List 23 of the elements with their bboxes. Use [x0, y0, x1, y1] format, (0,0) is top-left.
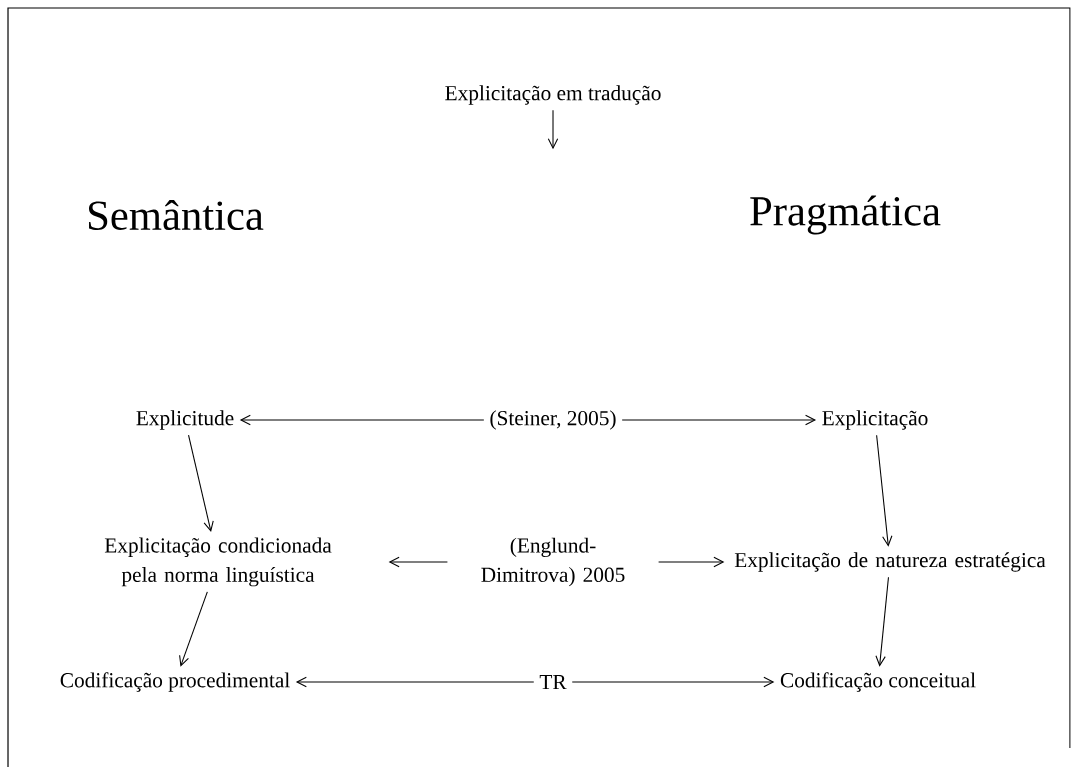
arrow	[875, 576, 889, 667]
arrow	[295, 676, 535, 688]
text-label: (Englund-Dimitrova) 2005	[481, 537, 625, 587]
text-label: Explicitação de natureza estratégica	[734, 552, 1046, 572]
text-label: Explicitação em tradução	[445, 85, 661, 105]
heading: Pragmática	[750, 195, 941, 235]
text-label: (Steiner, 2005)	[490, 410, 616, 430]
arrow	[179, 591, 208, 667]
arrow	[388, 556, 448, 568]
text-label: Explicitação condicionada pela norma linguística	[104, 537, 332, 587]
arrow	[658, 556, 725, 568]
text-label: Explicitação	[822, 410, 928, 430]
arrow	[571, 676, 775, 688]
arrow	[239, 414, 485, 426]
arrow	[876, 434, 893, 547]
text-label: Codificação conceitual	[780, 672, 976, 692]
text-label: Codificação procedimental	[60, 672, 290, 692]
arrow	[188, 434, 214, 533]
arrow	[621, 414, 817, 426]
heading: Semântica	[89, 199, 264, 231]
text-label: Explicitude	[136, 410, 234, 430]
text-label: TR	[539, 675, 567, 689]
arrow	[547, 109, 559, 150]
